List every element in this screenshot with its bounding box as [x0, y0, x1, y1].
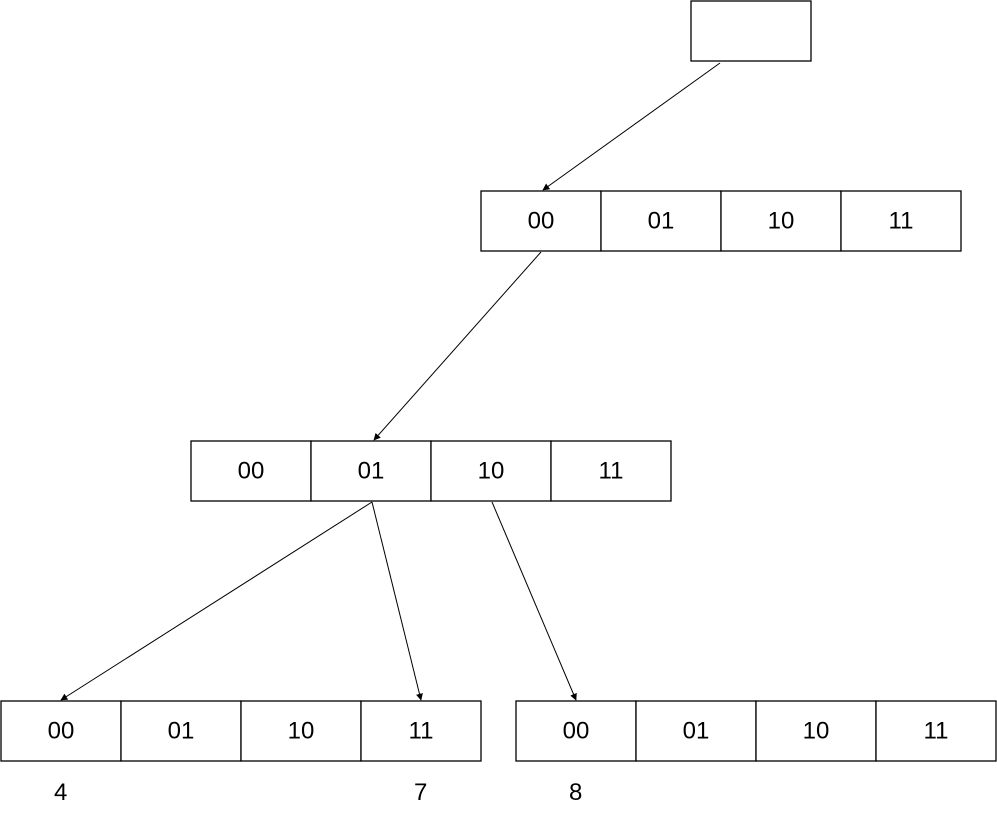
level2-node: 00 01 10 11 [190, 440, 672, 502]
edge-root-to-level1-00 [542, 62, 721, 191]
leaf-right-cell-label: 00 [563, 718, 590, 745]
leaf-left-cell-label: 01 [168, 718, 195, 745]
level1-cell-label: 11 [889, 208, 914, 235]
annotation-value: 8 [569, 779, 583, 806]
level2-cell-label: 01 [358, 458, 385, 485]
level2-cell-label: 10 [478, 458, 505, 485]
edge-level1-00-to-level2-01 [373, 251, 542, 441]
level2-cell-10 [430, 440, 552, 502]
leaf-right-cell-label: 11 [924, 718, 949, 745]
level2-cell-11 [550, 440, 672, 502]
level1-cell-01 [600, 190, 722, 252]
leaf-left-cell-00 [0, 700, 122, 762]
leaf-left-cell-11 [360, 700, 482, 762]
leaf-left-node: 00 01 10 11 [0, 700, 482, 762]
level2-cell-01 [310, 440, 432, 502]
leaf-right-cell-label: 01 [683, 718, 710, 745]
annotation-value: 4 [54, 779, 68, 806]
level1-cell-label: 01 [648, 208, 675, 235]
edge-level2-01-to-leaf-left-11 [371, 501, 423, 701]
leaf-right-cell-00 [515, 700, 637, 762]
edge-level2-10-to-leaf-right-00 [491, 501, 577, 701]
level2-cell-00 [190, 440, 312, 502]
level2-cell-label: 11 [599, 458, 624, 485]
level1-cell-label: 10 [768, 208, 795, 235]
leaf-right-cell-01 [635, 700, 757, 762]
leaf-right-node: 00 01 10 11 [515, 700, 997, 762]
edges [60, 62, 721, 701]
level1-cell-00 [480, 190, 602, 252]
level1-cell-11 [840, 190, 962, 252]
leaf-left-cell-label: 11 [409, 718, 434, 745]
annotation-value: 7 [414, 779, 428, 806]
level2-cell-label: 00 [238, 458, 265, 485]
edge-level2-01-to-leaf-left-00 [60, 501, 373, 701]
level1-cell-label: 00 [528, 208, 555, 235]
leaf-right-cell-label: 10 [803, 718, 830, 745]
level1-cell-10 [720, 190, 842, 252]
leaf-right-cell-11 [875, 700, 997, 762]
level1-node: 00 01 10 11 [480, 190, 962, 252]
leaf-left-cell-label: 00 [48, 718, 75, 745]
leaf-left-cell-label: 10 [288, 718, 315, 745]
leaf-left-cell-01 [120, 700, 242, 762]
root-node [690, 0, 812, 62]
root-box [690, 0, 812, 62]
